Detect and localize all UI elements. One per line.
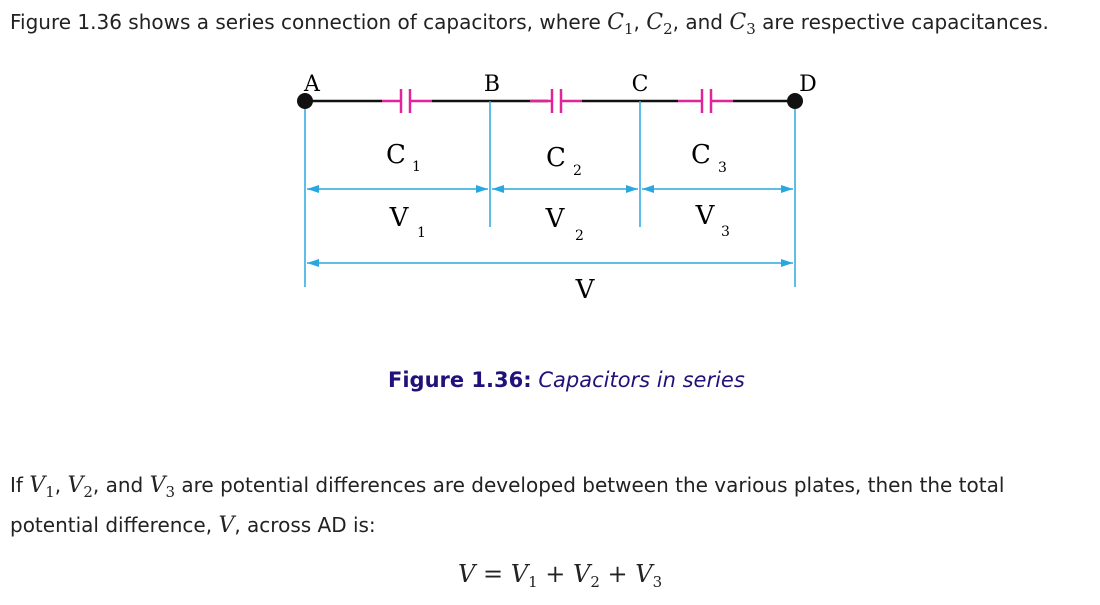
capacitor-c3-symbol [678,89,733,113]
label-c1: C [386,140,406,170]
label-v3-sub: 3 [721,224,730,240]
intro-sep: , and [672,10,730,34]
dimension-arrowheads [307,185,793,267]
label-c1-sub: 1 [412,159,421,175]
node-label-c: C [632,72,649,97]
capacitor-c2-symbol [530,89,582,113]
label-c3: C [691,140,711,170]
label-v2-sub: 2 [575,228,584,244]
body-paragraph: If V1, V2, and V3 are potential differen… [10,466,1090,545]
figure-caption: Figure 1.36: Capacitors in series [388,368,745,392]
equation-lhs: V [458,560,476,588]
plus-sign: + [607,560,628,588]
math-c1: C1 [607,10,634,38]
math-v3: V3 [149,473,176,501]
intro-sep: , [633,10,647,34]
intro-text: Figure 1.36 shows a series connection of… [10,10,608,34]
equals-sign: = [482,560,504,588]
paragraph-text: are potential differences are developed … [10,473,1005,537]
intro-text: are respective capacitances. [755,10,1049,34]
math-c2: C2 [646,10,673,38]
math-v: V [218,513,235,538]
paragraph-text: If [10,473,30,497]
node-label-b: B [484,72,500,97]
capacitor-diagram: A B C D [297,72,817,302]
node-label-d: D [799,72,817,97]
label-v-total: V [575,275,596,302]
equation-term-3: V3 [635,560,663,591]
math-v2: V2 [67,473,93,501]
node-label-a: A [303,72,321,97]
label-c2-sub: 2 [573,163,582,179]
capacitor-c1-symbol [382,89,432,113]
equation-term-1: V1 [510,560,538,591]
equation-term-2: V2 [573,560,600,591]
caption-text: Capacitors in series [538,368,745,392]
intro-paragraph: Figure 1.36 shows a series connection of… [10,4,1049,42]
terminal-d-dot [787,93,803,109]
label-v1-sub: 1 [417,225,426,241]
label-v3: V [695,201,716,231]
caption-label: Figure 1.36: [388,368,532,392]
equation: V = V1 + V2 + V3 [458,560,663,591]
terminal-a-dot [297,93,313,109]
label-c2: C [546,143,566,173]
paragraph-sep: , [54,473,68,497]
label-c3-sub: 3 [718,160,727,176]
label-v1: V [389,203,410,233]
plus-sign: + [545,560,566,588]
label-v2: V [545,204,566,234]
math-v1: V1 [29,473,55,501]
paragraph-text: , across AD is: [234,513,376,537]
math-c3: C3 [729,10,756,38]
dimension-lines [304,101,796,287]
paragraph-sep: , and [92,473,150,497]
